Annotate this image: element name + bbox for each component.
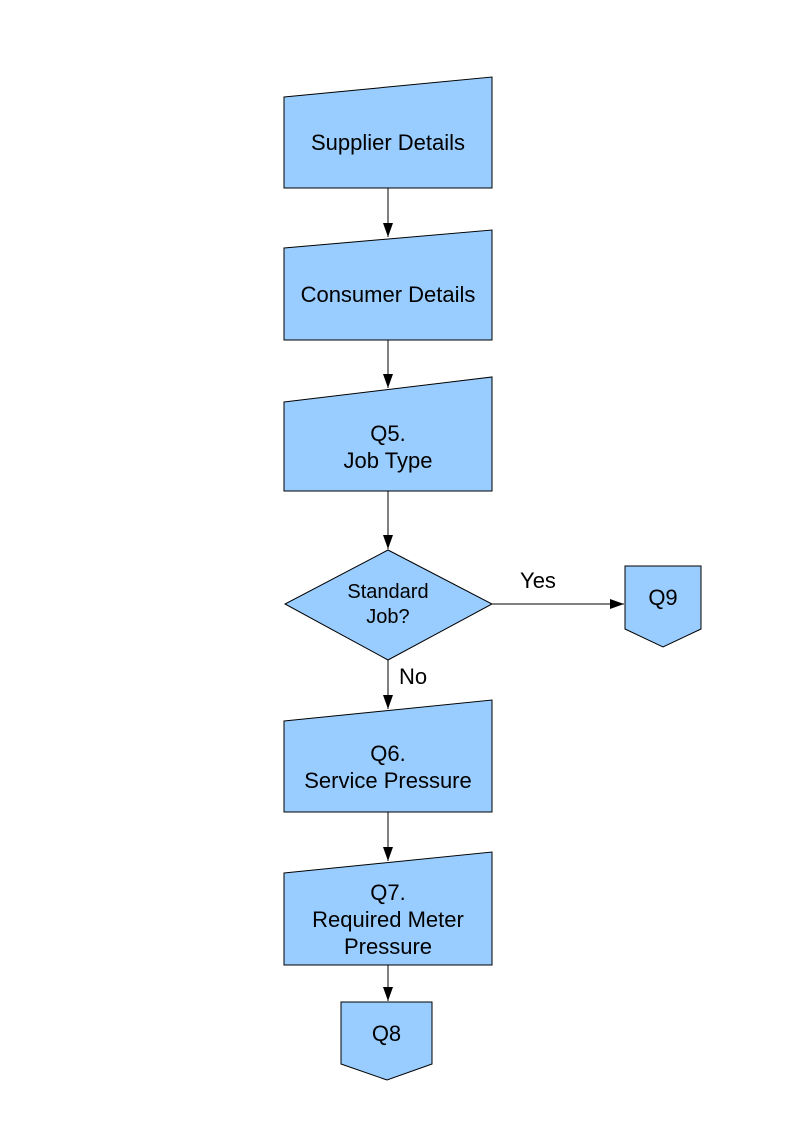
q5-job-type-label: Q5. Job Type: [343, 420, 433, 473]
q9-connector-label: Q9: [648, 585, 678, 610]
q7-required-meter-pressure-shape: [283, 851, 493, 966]
supplier-details-label: Supplier Details: [310, 130, 466, 155]
supplier-details-shape: [283, 76, 493, 189]
q9-connector-shape: [624, 565, 702, 648]
q6-service-pressure-shape: [283, 699, 493, 813]
standard-job-decision-label: Standard Job?: [347, 581, 429, 628]
q6-service-pressure-label: Q6. Service Pressure: [304, 740, 472, 793]
q5-job-type-shape: [283, 376, 493, 492]
q8-connector-label: Q8: [371, 1020, 402, 1046]
consumer-details-label: Consumer Details: [300, 281, 476, 307]
q8-connector-shape: [340, 1001, 433, 1081]
consumer-details-shape: [283, 229, 493, 341]
yes-edge-label: Yes: [520, 568, 556, 593]
q7-required-meter-pressure-label: Q7. Required Meter Pressure: [312, 879, 464, 959]
no-edge-label: No: [398, 664, 428, 689]
